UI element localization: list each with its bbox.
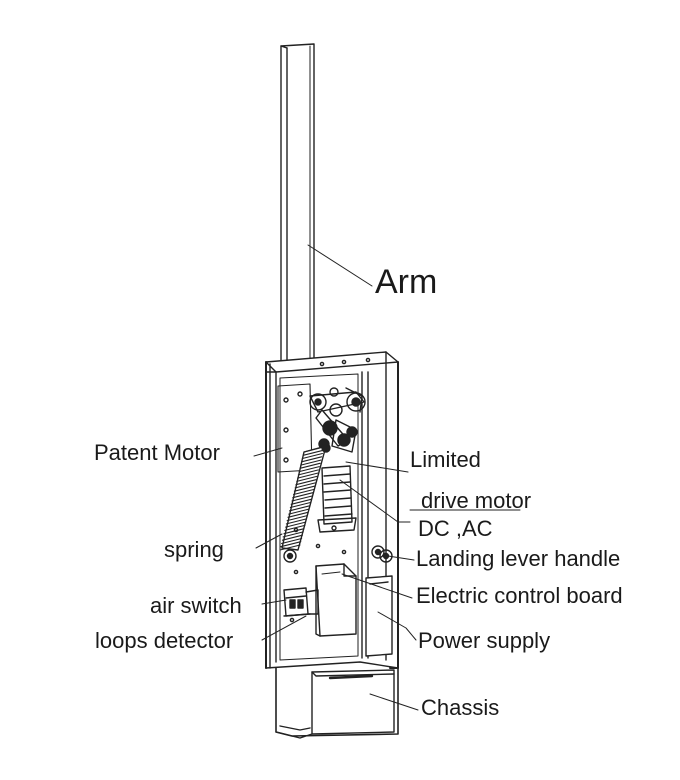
arm-boom <box>280 43 315 363</box>
label-loops-detector: loops detector <box>95 628 234 653</box>
chassis-base <box>275 667 399 739</box>
patent-motor-linkage <box>277 383 366 473</box>
label-dc-ac: DC ,AC <box>418 516 493 541</box>
label-electric-control-board: Electric control board <box>416 583 623 608</box>
label-chassis: Chassis <box>421 695 500 720</box>
label-limited: Limited <box>410 447 481 472</box>
electric-control-board <box>315 563 357 637</box>
air-switch-loops-detector <box>283 587 319 617</box>
drive-motor-unit <box>317 465 357 533</box>
leader-lines <box>253 244 521 711</box>
label-power-supply: Power supply <box>418 628 551 653</box>
label-drive-motor: drive motor <box>421 488 532 513</box>
spring-coil <box>279 443 331 563</box>
landing-lever-handle <box>371 545 393 563</box>
label-air-switch: air switch <box>150 593 242 618</box>
power-supply-box <box>365 575 393 657</box>
label-patent-motor: Patent Motor <box>94 440 220 465</box>
label-spring: spring <box>164 537 224 562</box>
label-arm: Arm <box>375 263 438 301</box>
label-landing-lever-handle: Landing lever handle <box>416 546 621 571</box>
